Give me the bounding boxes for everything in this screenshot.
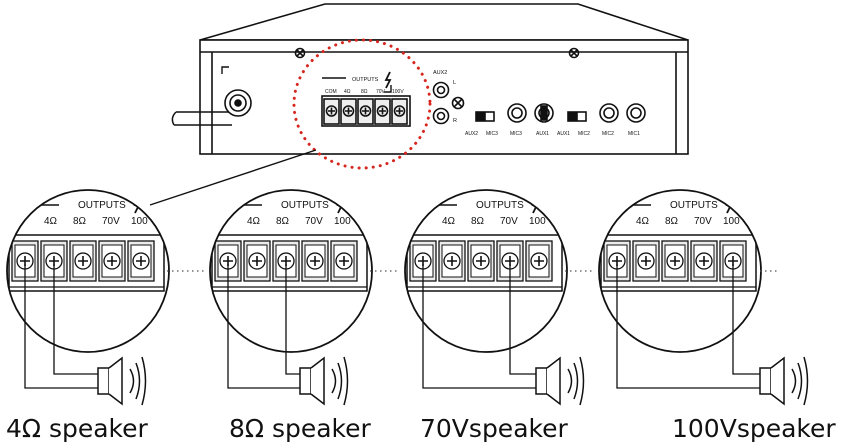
speaker-icon bbox=[535, 356, 585, 406]
rca-cap-icon bbox=[451, 96, 465, 110]
jack-label: AUX1 bbox=[536, 131, 549, 137]
amp-terminal-label: 4Ω bbox=[344, 89, 351, 95]
jack-label: MIC2 bbox=[578, 131, 590, 137]
jack-label: AUX1 bbox=[557, 131, 570, 137]
zoom-terminal-label: 100 bbox=[723, 216, 740, 227]
corner-mark bbox=[384, 85, 392, 93]
zoom-circle bbox=[404, 189, 568, 353]
wire-signal bbox=[509, 264, 536, 375]
aux2-left-jack bbox=[432, 81, 450, 99]
screw-icon bbox=[294, 47, 306, 59]
amp-terminal-label: 100V bbox=[392, 89, 404, 95]
amp-outputs-title: OUTPUTS bbox=[352, 77, 379, 83]
zoom-outputs-title: OUTPUTS bbox=[476, 200, 524, 211]
jack-label: AUX2 bbox=[465, 131, 478, 137]
zoom-terminal-label: 4Ω bbox=[442, 216, 456, 227]
aux2-label: AUX2 bbox=[433, 70, 447, 76]
zoom-terminal-label: 8Ω bbox=[73, 216, 87, 227]
corner-mark bbox=[221, 66, 229, 74]
aux2-right-jack bbox=[432, 107, 450, 125]
zoom-outputs-title: OUTPUTS bbox=[670, 200, 718, 211]
zoom-terminal-label: 100 bbox=[131, 216, 148, 227]
zoom-terminal-label: 70V bbox=[102, 216, 120, 227]
wire-signal bbox=[285, 264, 300, 375]
aux2-mic3-switch bbox=[475, 111, 495, 122]
zoom-terminal-label: 70V bbox=[694, 216, 712, 227]
amp-terminal-label: 8Ω bbox=[361, 89, 368, 95]
amp-terminal-label: COM bbox=[325, 89, 337, 95]
speaker-icon bbox=[97, 356, 147, 406]
aux1-mic2-switch bbox=[567, 111, 587, 122]
wire-com bbox=[24, 264, 98, 389]
zoom-terminal-label: 100 bbox=[529, 216, 546, 227]
zoom-terminal-label: 4Ω bbox=[247, 216, 261, 227]
jack-label: MIC3 bbox=[510, 131, 522, 137]
speaker-caption: 100Vspeaker bbox=[672, 414, 836, 443]
zoom-terminal-label: 4Ω bbox=[636, 216, 650, 227]
zoom-outputs-title: OUTPUTS bbox=[78, 200, 126, 211]
zoom-terminal-label: 70V bbox=[305, 216, 323, 227]
mini-terminals bbox=[323, 98, 408, 125]
zoom-terminal-label: 100 bbox=[334, 216, 351, 227]
zoom-terminal-label: 4Ω bbox=[44, 216, 58, 227]
wire-signal bbox=[732, 264, 760, 375]
amplifier-rear-panel bbox=[171, 3, 689, 155]
aux2-left-label: L bbox=[453, 80, 456, 86]
highlight-circle bbox=[292, 38, 432, 170]
aux1-jack bbox=[534, 103, 554, 123]
jack-label: MIC1 bbox=[628, 131, 640, 137]
wire-com bbox=[616, 264, 760, 389]
zoom-pointer-line bbox=[149, 149, 317, 206]
zoom-terminal-label: 8Ω bbox=[471, 216, 485, 227]
zoom-circle bbox=[209, 189, 373, 353]
jack-label: MIC3 bbox=[486, 131, 498, 137]
amplifier-top-cover bbox=[199, 3, 689, 41]
wire-com bbox=[422, 264, 536, 389]
power-cord bbox=[171, 111, 232, 126]
jack-label: MIC2 bbox=[602, 131, 614, 137]
screw-icon bbox=[568, 47, 580, 59]
speaker-icon bbox=[759, 356, 809, 406]
zoom-circle bbox=[6, 189, 170, 353]
mic3-jack bbox=[507, 103, 527, 123]
mic2-jack bbox=[599, 103, 619, 123]
aux2-right-label: R bbox=[453, 118, 457, 124]
wire-signal bbox=[53, 264, 98, 375]
speaker-caption: 70Vspeaker bbox=[420, 414, 568, 443]
speaker-icon bbox=[299, 356, 349, 406]
zoom-terminal-label: 70V bbox=[500, 216, 518, 227]
amp-terminal-label: 70V bbox=[376, 89, 386, 95]
speaker-caption: 4Ω speaker bbox=[6, 414, 149, 443]
zoom-outputs-title: OUTPUTS bbox=[281, 200, 329, 211]
lightning-icon bbox=[384, 71, 392, 89]
wire-com bbox=[227, 264, 300, 389]
zoom-terminal-label: 8Ω bbox=[276, 216, 290, 227]
speaker-caption: 8Ω speaker bbox=[229, 414, 372, 443]
zoom-terminal-label: 8Ω bbox=[665, 216, 679, 227]
mic1-jack bbox=[626, 103, 646, 123]
amplifier-labels: OUTPUTS COM 4Ω 8Ω 70V 100V AUX2 L R AUX2… bbox=[325, 70, 640, 137]
